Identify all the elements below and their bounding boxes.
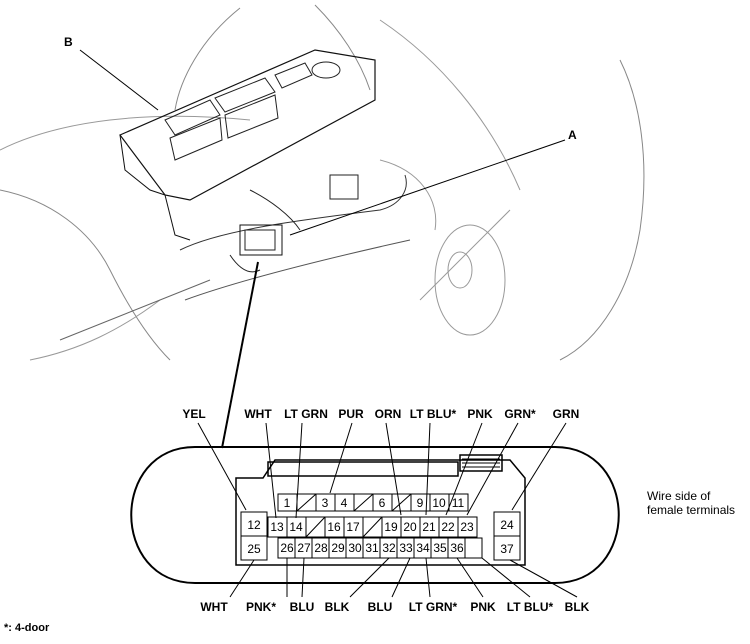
wire-label-lt-blu-star-bottom: LT BLU* <box>507 600 554 614</box>
pin-numbers: 1 3 4 6 9 10 11 12 13 14 16 17 19 20 21 … <box>247 496 514 556</box>
pin-11: 11 <box>452 496 465 510</box>
wire-label-grn: GRN <box>553 407 580 421</box>
pin-3: 3 <box>322 496 329 510</box>
callout-b-label: B <box>64 35 73 49</box>
pin-4: 4 <box>341 496 348 510</box>
pin-6: 6 <box>379 496 386 510</box>
pin-37: 37 <box>500 542 514 556</box>
pin-36: 36 <box>450 541 464 555</box>
wire-label-lt-grn-star: LT GRN* <box>409 600 458 614</box>
pin-32: 32 <box>382 541 396 555</box>
pin-13: 13 <box>270 520 284 534</box>
pin-grid <box>240 493 521 561</box>
connector-note-line-1: Wire side of <box>647 489 711 503</box>
pin-10: 10 <box>432 496 446 510</box>
pin-20: 20 <box>403 520 417 534</box>
pin-12: 12 <box>247 518 261 532</box>
callout-a-label: A <box>568 128 577 142</box>
pin-24: 24 <box>500 518 514 532</box>
pin-30: 30 <box>348 541 362 555</box>
wire-label-grn-star: GRN* <box>504 407 536 421</box>
pin-33: 33 <box>399 541 413 555</box>
wire-labels-bottom: WHT PNK* BLU BLK BLU LT GRN* PNK LT BLU*… <box>200 600 589 614</box>
pin-9: 9 <box>417 496 424 510</box>
wire-labels-top: YEL WHT LT GRN PUR ORN LT BLU* PNK GRN* … <box>182 407 579 421</box>
connector-outline <box>130 446 620 584</box>
wire-label-lt-grn: LT GRN <box>284 407 328 421</box>
pin-22: 22 <box>441 520 455 534</box>
connector-note-line-2: female terminals <box>647 503 735 517</box>
pin-25: 25 <box>247 542 261 556</box>
pin-29: 29 <box>331 541 345 555</box>
pin-17: 17 <box>346 520 360 534</box>
wire-label-blu-2: BLU <box>368 600 393 614</box>
pin-1: 1 <box>284 496 291 510</box>
door-panel-illustration <box>0 4 645 449</box>
wire-label-blu-1: BLU <box>290 600 315 614</box>
pin-31: 31 <box>365 541 379 555</box>
pin-14: 14 <box>289 520 303 534</box>
footnote: *: 4-door <box>4 622 50 634</box>
pin-35: 35 <box>433 541 447 555</box>
wire-label-orn: ORN <box>375 407 402 421</box>
pin-19: 19 <box>384 520 398 534</box>
wire-label-lt-blu-star: LT BLU* <box>410 407 457 421</box>
pin-34: 34 <box>416 541 430 555</box>
wire-label-pnk-star: PNK* <box>246 600 276 614</box>
leader-lines <box>197 422 578 598</box>
wire-label-pnk: PNK <box>467 407 493 421</box>
pin-16: 16 <box>327 520 341 534</box>
pin-27: 27 <box>297 541 311 555</box>
wire-label-yel: YEL <box>182 407 205 421</box>
pin-23: 23 <box>460 520 474 534</box>
wire-label-blk-2: BLK <box>565 600 590 614</box>
wire-label-pnk-bottom: PNK <box>470 600 496 614</box>
wire-label-pur: PUR <box>338 407 364 421</box>
wire-label-wht-bottom: WHT <box>200 600 228 614</box>
pin-21: 21 <box>422 520 436 534</box>
wire-label-wht: WHT <box>244 407 272 421</box>
pin-28: 28 <box>314 541 328 555</box>
wire-label-blk-1: BLK <box>325 600 350 614</box>
pin-26: 26 <box>280 541 294 555</box>
